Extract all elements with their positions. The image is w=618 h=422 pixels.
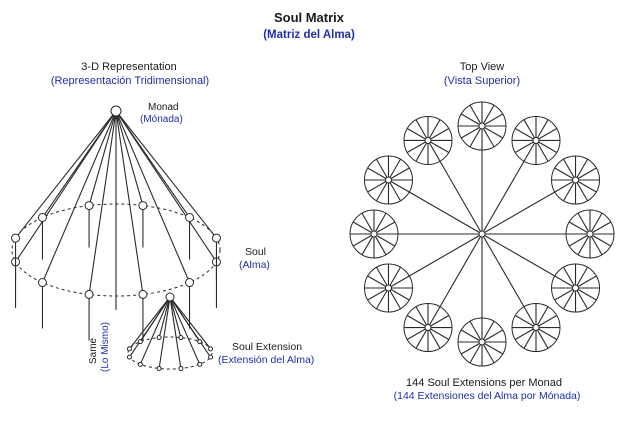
monad-ray (15, 110, 117, 239)
monad-ray (88, 110, 117, 295)
wheel-hub (532, 324, 540, 332)
extension-node (197, 339, 203, 345)
wheel-hub (424, 324, 432, 332)
diagram-subtitle: (Matriz del Alma) (263, 29, 355, 41)
wheel-hub (370, 230, 378, 238)
monad-label-es: (Mónada) (140, 114, 183, 125)
right-heading-es: (Vista Superior) (444, 75, 520, 87)
extension-node (178, 365, 184, 371)
same-label-es: (Lo Mismo) (100, 322, 111, 372)
wheel-hub (572, 284, 580, 292)
extension-node (156, 365, 162, 371)
extension-ray (169, 296, 182, 369)
top-center-node (478, 230, 486, 238)
left-heading: 3-D Representation (81, 61, 176, 73)
extension-node (126, 354, 132, 360)
wheel-hub (384, 176, 392, 184)
left-heading-es: (Representación Tridimensional) (51, 75, 209, 87)
extension-ring (127, 336, 213, 370)
top-view-diagram (349, 101, 615, 367)
soul-node (84, 201, 94, 211)
soul-node (37, 278, 47, 288)
diagram-title: Soul Matrix (274, 10, 345, 25)
soul-label-es: (Alma) (239, 259, 270, 271)
extension-ray (139, 296, 171, 342)
top-view-caption-es: (144 Extensiones del Alma por Mónada) (394, 390, 581, 402)
soul-node (138, 201, 148, 211)
extension-node (156, 335, 162, 341)
extension-node (178, 335, 184, 341)
monad-ray (115, 110, 217, 239)
extension-node (126, 346, 132, 352)
soul-node (185, 278, 195, 288)
monad-ray (115, 110, 144, 295)
monad-label: Monad (148, 102, 179, 113)
soul-node (211, 233, 221, 243)
soul-label: Soul (245, 246, 266, 258)
extension-node (137, 339, 143, 345)
monad-ray (115, 110, 190, 218)
extension-ray (128, 296, 171, 350)
extension-apex-node (165, 292, 175, 302)
wheel-hub (586, 230, 594, 238)
right-heading: Top View (460, 61, 504, 73)
extension-node (208, 346, 214, 352)
soul-node (185, 212, 195, 222)
extension-ray (169, 296, 182, 338)
extension-ray (158, 296, 171, 369)
soul-node (84, 289, 94, 299)
wheel-hub (572, 176, 580, 184)
wheel-hub (384, 284, 392, 292)
wheel-hub (424, 136, 432, 144)
monad-ray (115, 110, 191, 283)
soul-extension-label-es: (Extensión del Alma) (218, 354, 314, 366)
soul-node (37, 212, 47, 222)
extension-ray (169, 296, 201, 365)
monad-ray (41, 110, 117, 283)
extension-ray (139, 296, 171, 365)
extension-node (137, 361, 143, 367)
extension-ray (158, 296, 171, 338)
soul-node (11, 233, 21, 243)
wheel-hub (478, 338, 486, 346)
extension-ray (169, 296, 212, 350)
top-view-caption: 144 Soul Extensions per Monad (406, 377, 562, 389)
extension-node (197, 361, 203, 367)
monad-ray (88, 110, 117, 206)
same-label: Same (88, 337, 99, 364)
soul-extension-label: Soul Extension (232, 341, 302, 353)
monad-node (110, 105, 122, 117)
wheel-hub (532, 136, 540, 144)
monad-ray (42, 110, 117, 218)
extension-node (208, 354, 214, 360)
cone-3d-representation (11, 105, 221, 371)
soul-node (138, 289, 148, 299)
wheel-hub (478, 122, 486, 130)
extension-ray (169, 296, 201, 342)
monad-ray (115, 110, 144, 206)
